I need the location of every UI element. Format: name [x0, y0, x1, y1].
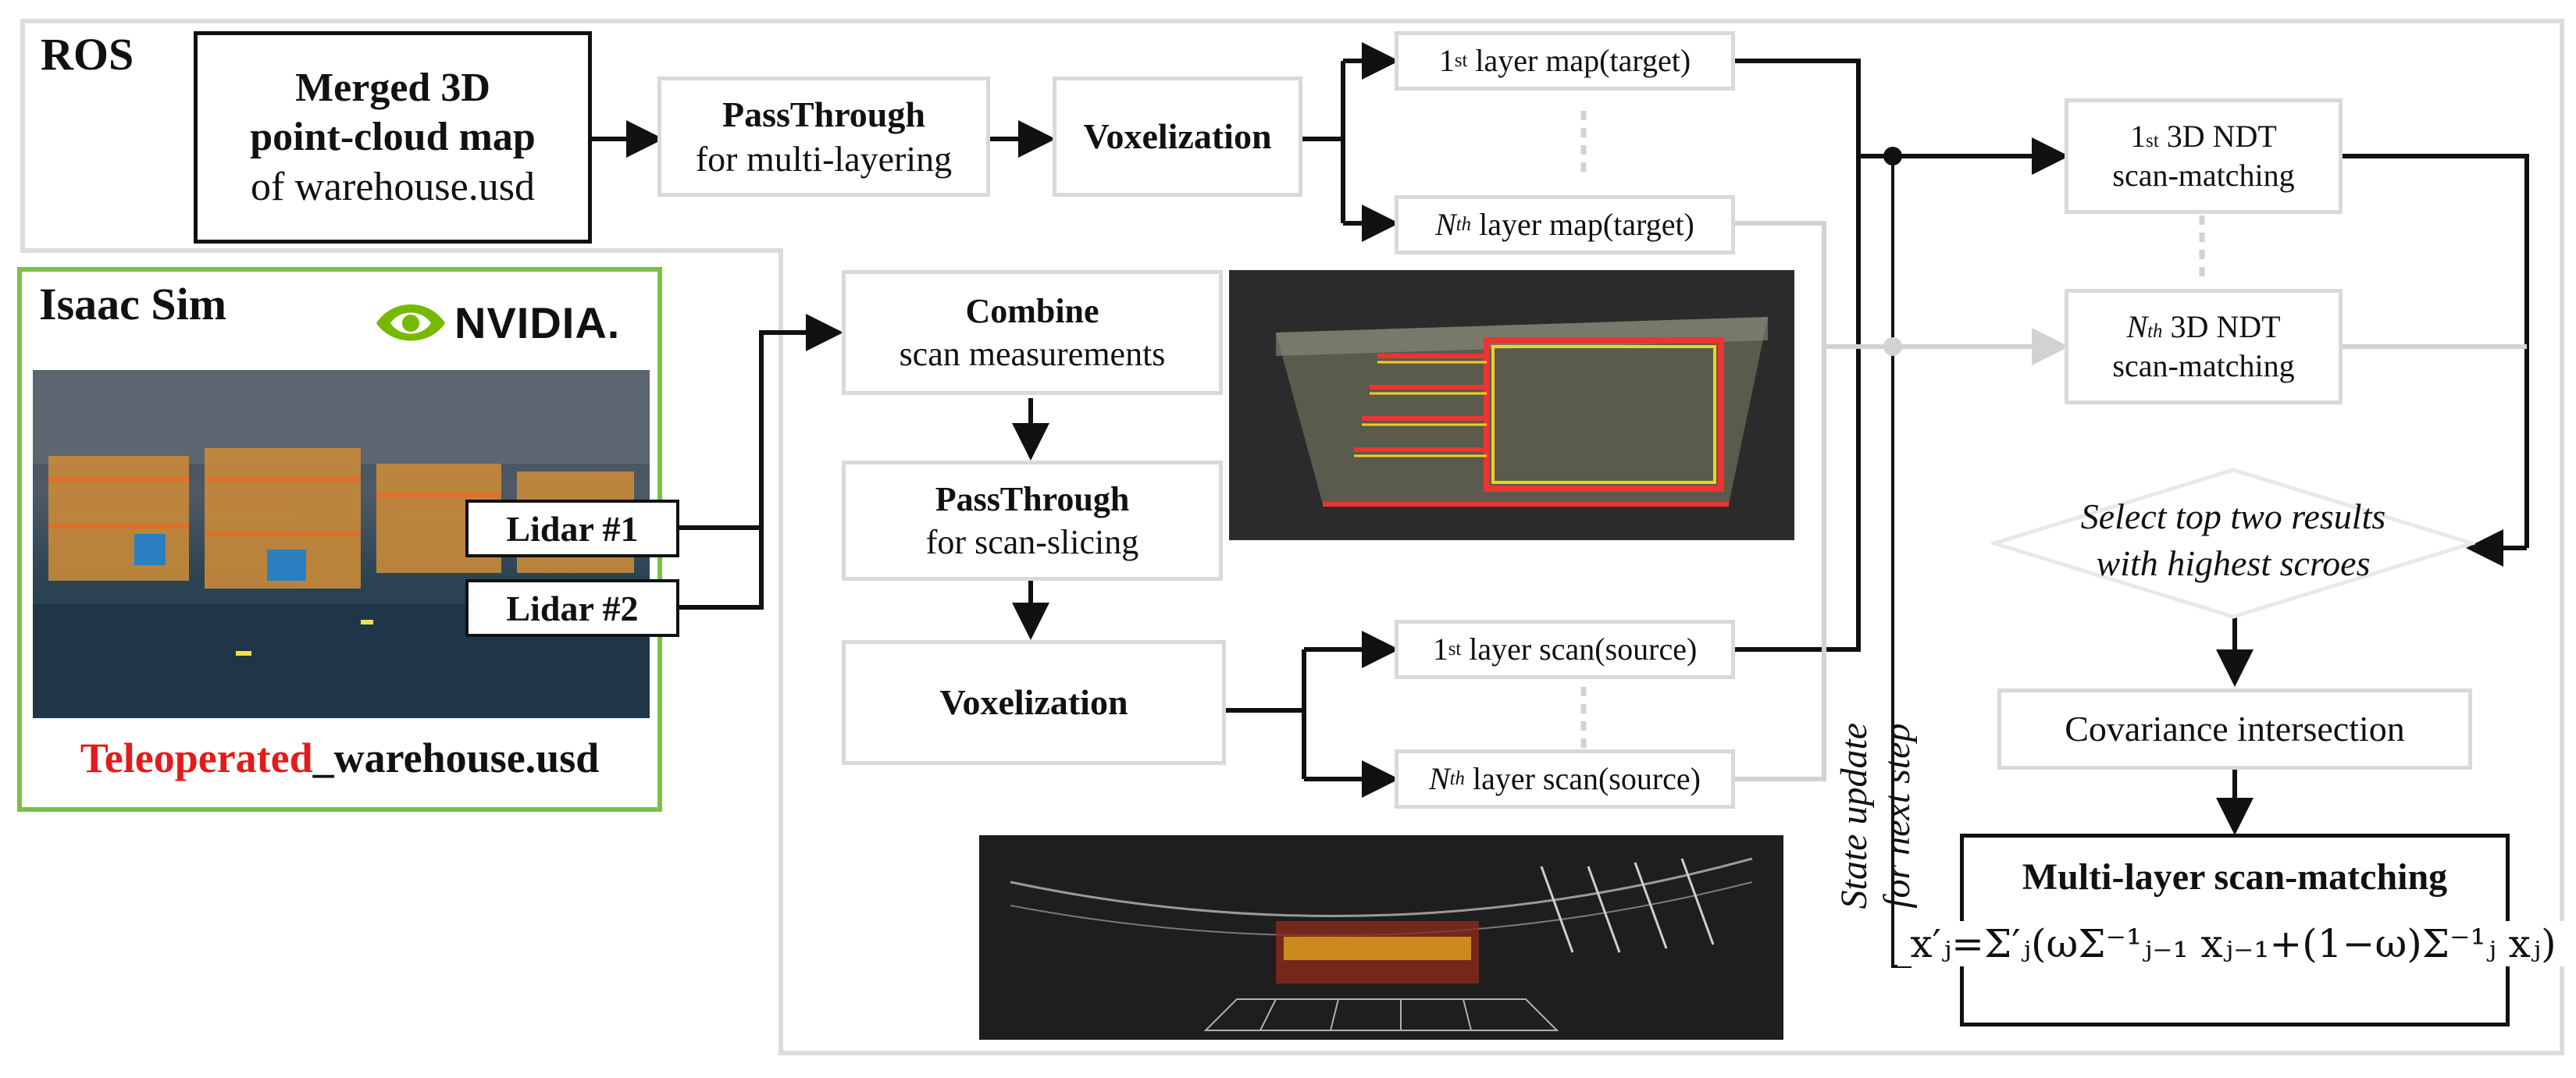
state-update-label: State update for next step [1813, 656, 1938, 952]
layer1-map-num: 1 [1438, 43, 1455, 78]
passthrough-map-title: PassThrough [722, 94, 925, 134]
ndtN-line2: scan-matching [2112, 348, 2295, 383]
ndtN-num: N [2126, 309, 2148, 344]
passthrough-scan-title: PassThrough [935, 480, 1130, 518]
merged-map-line2: point-cloud map [250, 115, 536, 160]
ndt1-sup: st [2146, 130, 2159, 151]
ros-frame-step-v [779, 251, 783, 1055]
layer1-scan-num: 1 [1432, 632, 1448, 667]
ndt1-line1: 3D NDT [2158, 119, 2277, 154]
ndt1-line2: scan-matching [2112, 158, 2295, 193]
junction-dot-black [1883, 147, 1902, 165]
ros-frame-step-h [20, 248, 783, 253]
voxel-map-box: Voxelization [1053, 76, 1302, 197]
nvidia-eye-icon [376, 304, 445, 341]
covariance-box: Covariance intersection [1997, 688, 2472, 770]
layerN-map-num: N [1435, 207, 1456, 242]
merged-map-line1: Merged 3D [295, 65, 490, 110]
combine-box: Combine scan measurements [842, 270, 1223, 395]
select-line1: Select top two results [2080, 496, 2386, 536]
layer1-map-sup: st [1454, 49, 1468, 71]
layerN-scan-sup: th [1449, 767, 1465, 789]
multilayer-box-base-left [1960, 1007, 1964, 1026]
caption-teleoperated: Teleoperated [80, 735, 313, 781]
multilayer-title: Multi-layer scan-matching [2022, 856, 2448, 898]
ndt1-num: 1 [2130, 119, 2147, 154]
layerN-scan-num: N [1428, 761, 1450, 796]
passthrough-scan-box: PassThrough for scan-slicing [842, 461, 1223, 581]
layerN-map-text: layer map(target) [1471, 207, 1694, 242]
pointcloud-map-render [1276, 317, 1768, 507]
junction-dot-grey [1883, 337, 1902, 356]
merged-map-line3: of warehouse.usd [251, 164, 535, 209]
multilayer-box-base [1960, 1023, 2510, 1026]
state-update-line2: for next step [1876, 723, 1918, 909]
ros-frame-left-top [20, 19, 25, 253]
isaac-sim-label: Isaac Sim [39, 279, 227, 329]
ndtN-sup: th [2147, 321, 2163, 342]
caption-warehouse: _warehouse.usd [312, 735, 600, 781]
ros-frame-bottom [779, 1051, 2564, 1055]
diamond-shape [1991, 468, 2475, 619]
combine-title: Combine [965, 292, 1099, 330]
ndtN-line1: 3D NDT [2162, 309, 2281, 344]
pointcloud-scan-image [979, 835, 1783, 1040]
nvidia-wordmark: NVIDIA. [454, 297, 621, 347]
passthrough-map-sub: for multi-layering [695, 139, 953, 179]
layer1-map-text: layer map(target) [1467, 43, 1691, 78]
layer1-scan-text: layer scan(source) [1461, 632, 1698, 667]
lidar-1-label: Lidar #1 [465, 500, 679, 557]
select-text: Select top two results with highest scro… [1991, 493, 2475, 587]
nvidia-logo: NVIDIA. [373, 295, 620, 350]
voxel-scan-box: Voxelization [842, 640, 1226, 765]
ros-label: ROS [41, 29, 134, 80]
covariance-label: Covariance intersection [2065, 709, 2405, 749]
state-update-line1: State update [1833, 722, 1875, 909]
passthrough-map-box: PassThrough for multi-layering [657, 76, 990, 197]
layerN-map-sup: th [1455, 213, 1472, 235]
combine-sub: scan measurements [899, 335, 1166, 373]
passthrough-scan-sub: for scan-slicing [925, 523, 1139, 561]
pointcloud-scan-render [1010, 857, 1753, 1031]
pointcloud-map-image [1229, 270, 1794, 540]
lidar-2-label: Lidar #2 [465, 579, 679, 637]
layer1-scan-sup: st [1448, 638, 1462, 660]
voxel-scan-label: Voxelization [939, 682, 1128, 723]
select-line2: with highest scroes [2096, 543, 2371, 583]
merged-map-box: Merged 3D point-cloud map of warehouse.u… [194, 31, 592, 244]
warehouse-scene [33, 370, 650, 718]
voxel-map-label: Voxelization [1083, 116, 1272, 157]
layerN-scan-text: layer scan(source) [1464, 761, 1701, 796]
warehouse-caption: Teleoperated_warehouse.usd [22, 734, 657, 782]
select-diamond: Select top two results with highest scro… [1991, 467, 2475, 620]
ci-formula: x′ⱼ=Σ′ⱼ(ωΣ⁻¹ⱼ₋₁ xⱼ₋₁+(1−ω)Σ⁻¹ⱼ xⱼ) [1897, 921, 2569, 966]
